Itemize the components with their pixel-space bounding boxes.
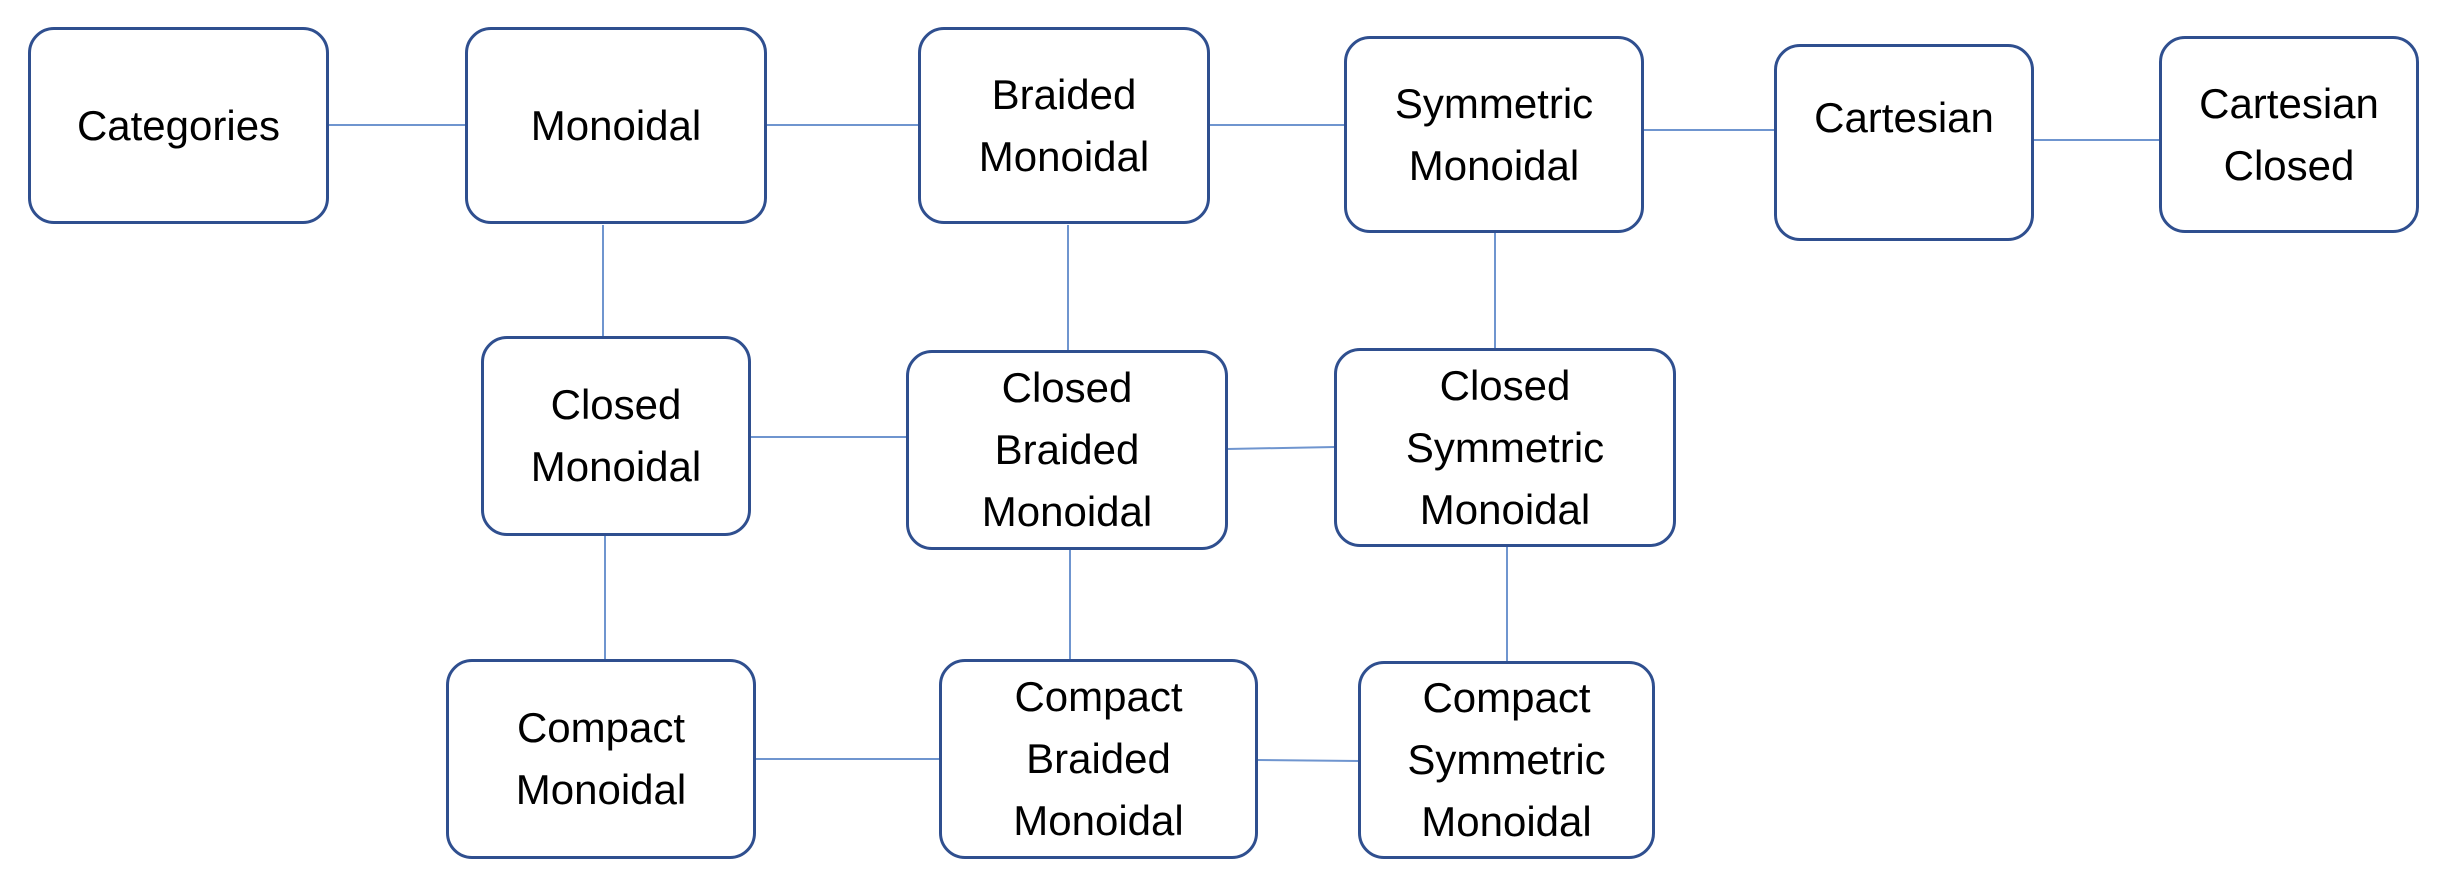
node-label: Compact Braided Monoidal xyxy=(1013,673,1184,844)
node-compact-symmetric-monoidal: Compact Symmetric Monoidal xyxy=(1358,661,1655,859)
node-compact-braided-monoidal: Compact Braided Monoidal xyxy=(939,659,1258,859)
node-label: Symmetric Monoidal xyxy=(1394,79,1594,189)
node-label: Cartesian Closed xyxy=(2199,79,2379,189)
node-label: Closed Braided Monoidal xyxy=(981,364,1153,535)
node-closed-braided-monoidal: Closed Braided Monoidal xyxy=(906,350,1228,550)
node-label: Compact Monoidal xyxy=(515,704,687,813)
node-label: Cartesian xyxy=(1814,94,1994,141)
node-label: Compact Symmetric Monoidal xyxy=(1407,674,1606,845)
node-braided-monoidal: Braided Monoidal xyxy=(918,27,1210,224)
node-label: Monoidal xyxy=(530,101,702,149)
node-label: Categories xyxy=(76,101,281,149)
node-categories: Categories xyxy=(28,27,329,224)
node-label: Braided Monoidal xyxy=(978,70,1150,180)
node-monoidal: Monoidal xyxy=(465,27,767,224)
node-label: Closed Monoidal xyxy=(530,381,702,490)
edge-compact-braided-monoidal-compact-symmetric-monoidal xyxy=(1256,759,1360,762)
node-cartesian: Cartesian xyxy=(1774,44,2034,241)
node-closed-symmetric-monoidal: Closed Symmetric Monoidal xyxy=(1334,348,1676,547)
node-compact-monoidal: Compact Monoidal xyxy=(446,659,756,859)
node-cartesian-closed: Cartesian Closed xyxy=(2159,36,2419,233)
node-label: Closed Symmetric Monoidal xyxy=(1405,361,1605,533)
node-closed-monoidal: Closed Monoidal xyxy=(481,336,751,536)
node-symmetric-monoidal: Symmetric Monoidal xyxy=(1344,36,1644,233)
edge-closed-braided-monoidal-closed-symmetric-monoidal xyxy=(1226,446,1336,450)
